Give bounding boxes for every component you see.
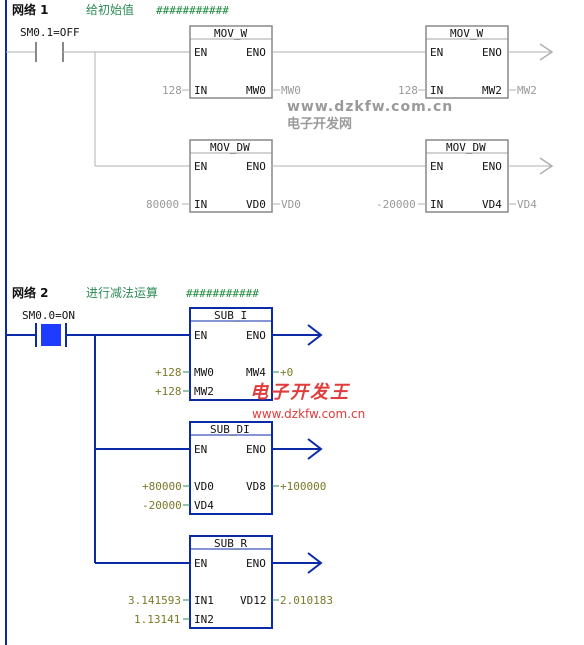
sub-di-en: EN xyxy=(194,443,208,456)
mov-w-block-1[interactable] xyxy=(189,25,273,99)
coil-arrow-sub-i xyxy=(307,324,323,346)
sub-i-in1-value: +128 xyxy=(155,366,182,379)
network-1-title: 网络 1 xyxy=(12,3,49,17)
mov-dw-2-eno: ENO xyxy=(482,160,502,173)
sub-r-out-value: 2.010183 xyxy=(280,594,333,607)
mov-dw-2-in: IN xyxy=(430,198,444,211)
sub-di-in1-value: +80000 xyxy=(142,480,182,493)
mov-dw-2-title: MOV_DW xyxy=(446,141,486,154)
coil-arrow-sub-r xyxy=(307,552,323,574)
mov-dw-2-in-value: -20000 xyxy=(376,198,416,211)
network-2-hashes: ########### xyxy=(186,287,259,300)
mov-dw-1-out: VD0 xyxy=(246,198,266,211)
sub-i-in2: MW2 xyxy=(194,385,214,398)
network-1-comment: 给初始值 xyxy=(86,3,135,17)
sub-r-in1-value: 3.141593 xyxy=(128,594,181,607)
sub-di-out: VD8 xyxy=(246,480,266,493)
mov-w-1-out-value: MW0 xyxy=(281,84,301,97)
mov-w-1-en: EN xyxy=(194,46,208,59)
mov-w-2-title: MOV_W xyxy=(450,27,484,40)
watermark-site-url: www.dzkfw.com.cn xyxy=(287,99,454,115)
mov-w-2-eno: ENO xyxy=(482,46,502,59)
mov-w-2-in-value: 128 xyxy=(398,84,418,97)
sub-r-in2-value: 1.13141 xyxy=(134,613,181,626)
coil-arrow-mov-dw-2 xyxy=(539,157,554,175)
mov-dw-1-out-value: VD0 xyxy=(281,198,301,211)
mov-dw-1-eno: ENO xyxy=(246,160,266,173)
sub-di-out-value: +100000 xyxy=(280,480,327,493)
mov-w-1-title: MOV_W xyxy=(214,27,248,40)
mov-dw-2-en: EN xyxy=(430,160,444,173)
sub-i-out: MW4 xyxy=(246,366,266,379)
sub-r-block[interactable] xyxy=(189,535,273,629)
sub-i-in2-value: +128 xyxy=(155,385,182,398)
sub-r-in2: IN2 xyxy=(194,613,214,626)
sub-i-en: EN xyxy=(194,329,208,342)
network-1-hashes: ########### xyxy=(156,4,229,17)
mov-dw-block-1[interactable] xyxy=(189,139,273,213)
mov-dw-1-title: MOV_DW xyxy=(210,141,250,154)
sub-r-eno: ENO xyxy=(246,557,266,570)
coil-arrow-sub-di xyxy=(307,438,323,460)
mov-w-2-out: MW2 xyxy=(482,84,502,97)
sub-di-in2: VD4 xyxy=(194,499,214,512)
mov-dw-block-2[interactable] xyxy=(425,139,509,213)
mov-w-2-out-value: MW2 xyxy=(517,84,537,97)
contact-sm0-1[interactable] xyxy=(35,42,64,62)
sub-r-en: EN xyxy=(194,557,208,570)
contact-sm0-1-label: SM0.1=OFF xyxy=(20,26,80,39)
mov-dw-1-en: EN xyxy=(194,160,208,173)
sub-di-in2-value: -20000 xyxy=(142,499,182,512)
mov-dw-2-out-value: VD4 xyxy=(517,198,537,211)
mov-dw-1-in: IN xyxy=(194,198,208,211)
mov-w-block-2[interactable] xyxy=(425,25,509,99)
sub-i-block[interactable] xyxy=(189,307,273,401)
mov-w-2-in: IN xyxy=(430,84,444,97)
network-2-title: 网络 2 xyxy=(12,286,49,300)
sub-r-title: SUB_R xyxy=(214,537,248,550)
watermark-brand-url: www.dzkfw.com.cn xyxy=(252,407,366,421)
sub-r-in1: IN1 xyxy=(194,594,214,607)
contact-sm0-0[interactable] xyxy=(35,323,67,347)
mov-dw-2-out: VD4 xyxy=(482,198,502,211)
mov-w-1-in-value: 128 xyxy=(162,84,182,97)
mov-dw-1-in-value: 80000 xyxy=(146,198,180,211)
mov-w-1-in: IN xyxy=(194,84,208,97)
watermark-site-name: 电子开发网 xyxy=(287,117,353,132)
sub-i-out-value: +0 xyxy=(280,366,294,379)
sub-di-in1: VD0 xyxy=(194,480,214,493)
contact-sm0-0-label: SM0.0=ON xyxy=(22,309,75,322)
sub-i-in1: MW0 xyxy=(194,366,214,379)
sub-di-title: SUB_DI xyxy=(210,423,250,436)
mov-w-1-out: MW0 xyxy=(246,84,266,97)
sub-i-eno: ENO xyxy=(246,329,266,342)
sub-i-title: SUB_I xyxy=(214,309,248,322)
coil-arrow-mov-w-2 xyxy=(539,43,554,61)
network-2-comment: 进行减法运算 xyxy=(86,286,159,300)
sub-r-out: VD12 xyxy=(240,594,267,607)
watermark-brand-name: 电子开发王 xyxy=(250,382,350,403)
sub-di-eno: ENO xyxy=(246,443,266,456)
sub-di-block[interactable] xyxy=(189,421,273,515)
mov-w-1-eno: ENO xyxy=(246,46,266,59)
mov-w-2-en: EN xyxy=(430,46,444,59)
